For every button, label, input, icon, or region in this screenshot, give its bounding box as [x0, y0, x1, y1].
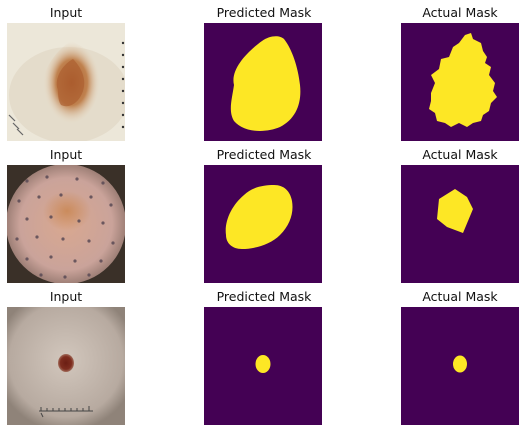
row1-predicted-title: Predicted Mask [216, 5, 312, 20]
row3-input-photo [7, 307, 125, 425]
row3-actual-mask-shape [401, 307, 519, 425]
row2-input-title: Input [49, 147, 83, 162]
row1-input-photo [7, 23, 125, 141]
row1-input-image [7, 23, 125, 141]
row1-predicted-mask [204, 23, 322, 141]
row3-predicted-title: Predicted Mask [216, 289, 312, 304]
row3-input-title: Input [49, 289, 83, 304]
row1-predicted-mask-shape [204, 23, 322, 141]
row3-input-image [7, 307, 125, 425]
row2-predicted-mask [204, 165, 322, 283]
row1-actual-mask [401, 23, 519, 141]
row1-input-title: Input [49, 5, 83, 20]
row3-actual-mask [401, 307, 519, 425]
row1-actual-mask-shape [401, 23, 519, 141]
row2-predicted-title: Predicted Mask [216, 147, 312, 162]
row3-predicted-mask [204, 307, 322, 425]
row2-actual-mask-shape [401, 165, 519, 283]
row2-actual-title: Actual Mask [422, 147, 498, 162]
row3-actual-title: Actual Mask [422, 289, 498, 304]
row1-actual-title: Actual Mask [422, 5, 498, 20]
row3-predicted-mask-shape [204, 307, 322, 425]
row2-input-photo [7, 165, 125, 283]
row2-input-image [7, 165, 125, 283]
row2-actual-mask [401, 165, 519, 283]
row2-predicted-mask-shape [204, 165, 322, 283]
